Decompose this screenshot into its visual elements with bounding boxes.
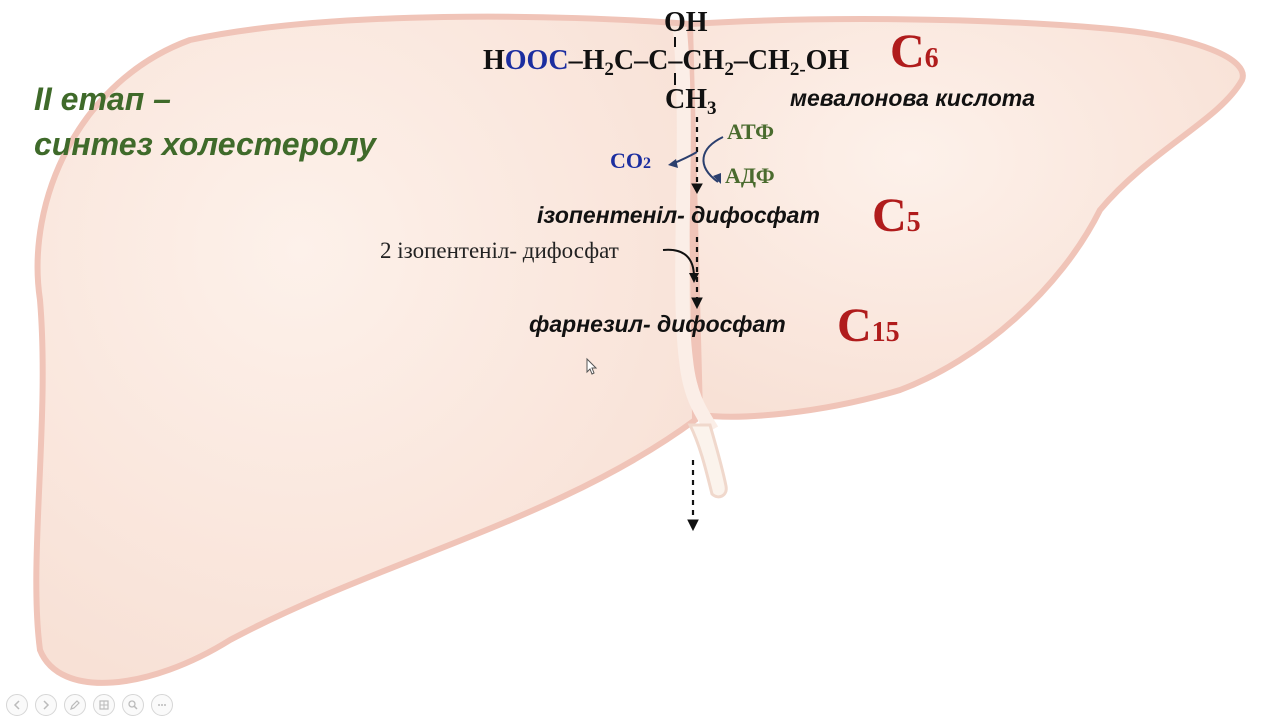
zoom-icon[interactable]	[122, 694, 144, 716]
cofactor-adp: АДФ	[725, 163, 775, 188]
slide-title-line1: II етап –	[34, 81, 171, 117]
formula-center-c: C	[648, 45, 669, 76]
c6-letter: C	[890, 25, 925, 78]
formula-top-oh: OH	[664, 7, 708, 38]
compound-ipp: ізопентеніл- дифосфат	[537, 202, 820, 228]
carbon-count-c5: C5	[872, 192, 921, 240]
reaction-arrows	[687, 117, 703, 532]
formula-carboxyl: OOC	[504, 45, 569, 76]
pen-icon[interactable]	[64, 694, 86, 716]
gallbladder-duct	[687, 423, 728, 499]
co2-sub: 2	[643, 155, 651, 172]
formula-h: H	[483, 45, 505, 76]
slides-icon[interactable]	[93, 694, 115, 716]
formula-h2: –H	[568, 45, 605, 76]
compound-mevalonate: мевалонова кислота	[790, 85, 1036, 111]
ipp-addition-curve	[662, 248, 695, 278]
formula-ch3-main: CH	[665, 84, 707, 115]
prev-icon[interactable]	[6, 694, 28, 716]
c15-number: 15	[871, 317, 900, 348]
mevalonate-formula: HOOC–H2C–C–CH2–CH2-OH	[483, 45, 850, 80]
c15-letter: C	[837, 299, 872, 352]
c5-letter: C	[872, 189, 907, 242]
liver-right-lobe	[686, 16, 1246, 420]
formula-ch2-b: –CH	[733, 45, 790, 76]
formula-ch3: CH3	[665, 84, 717, 119]
carbon-count-c6: C6	[890, 28, 939, 76]
more-icon[interactable]	[151, 694, 173, 716]
two-ipp-note: 2 ізопентеніл- дифосфат	[380, 238, 619, 263]
formula-ch3-sub: 3	[707, 98, 717, 119]
formula-c1: C–	[613, 45, 649, 76]
slide-title-line2: синтез холестеролу	[34, 126, 376, 162]
formula-end-oh: OH	[805, 45, 850, 76]
liver-left-lobe	[33, 13, 699, 686]
c6-number: 6	[924, 43, 939, 74]
formula-ch2-a-sub: 2	[724, 59, 734, 80]
formula-ch2-b-sub: 2-	[789, 59, 806, 80]
liver-fissure	[673, 29, 719, 434]
product-co2: CO2	[610, 150, 651, 172]
cursor-icon	[586, 357, 598, 375]
c5-number: 5	[906, 207, 921, 238]
formula-h2-sub: 2	[604, 59, 614, 80]
next-icon[interactable]	[35, 694, 57, 716]
formula-ch2-a: –CH	[668, 45, 725, 76]
cofactor-atp: АТФ	[727, 119, 775, 144]
co2-main: CO	[610, 148, 643, 173]
compound-farnesyl: фарнезил- дифосфат	[529, 311, 786, 337]
atp-adp-curve	[702, 136, 724, 183]
carbon-count-c15: C15	[837, 302, 900, 350]
slideshow-toolbar	[6, 694, 173, 716]
